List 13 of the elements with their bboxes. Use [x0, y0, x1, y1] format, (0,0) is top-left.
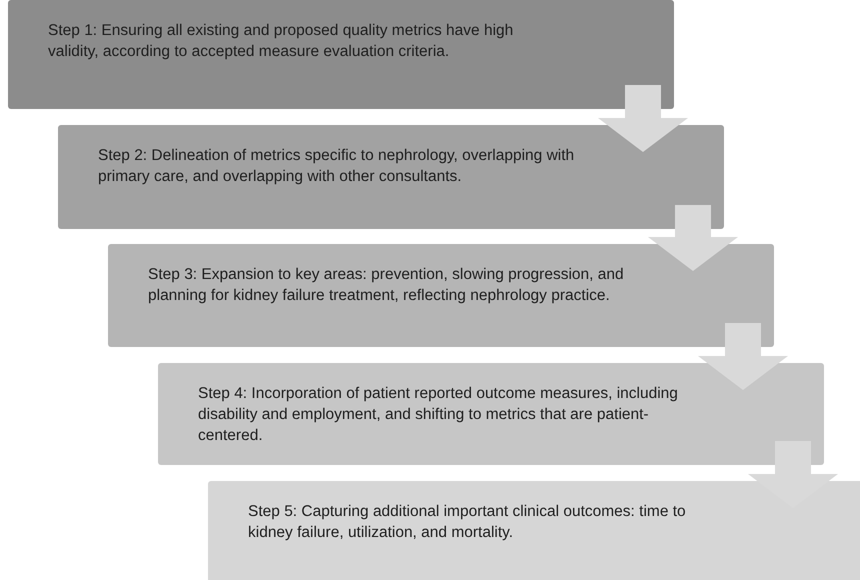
step-text: Step 2: Delineation of metrics specific to nephrology, overlapping with primary care, and overlapping with other consultants.	[98, 146, 576, 187]
step-text: Step 3: Expansion to key areas: prevention, slowing progression, and planning for kidney failure treatment, reflecting nephrology practice.	[148, 265, 625, 306]
step-box	[208, 481, 860, 580]
down-arrow	[648, 205, 738, 271]
down-arrow	[598, 85, 688, 152]
step-box	[58, 125, 724, 229]
step-text: Step 5: Capturing additional important clinical outcomes: time to kidney failure, utilization, and mortality.	[248, 502, 687, 543]
step-box	[8, 0, 674, 109]
step-box	[108, 244, 774, 347]
step-box	[158, 363, 824, 465]
down-arrow	[698, 323, 788, 390]
step-text: Step 1: Ensuring all existing and proposed quality metrics have high validity, according to accepted measure evaluation criteria.	[48, 21, 514, 62]
step-text: Step 4: Incorporation of patient reported outcome measures, including disability and employment, and shifting to metrics that are patient-centered.	[198, 384, 678, 446]
